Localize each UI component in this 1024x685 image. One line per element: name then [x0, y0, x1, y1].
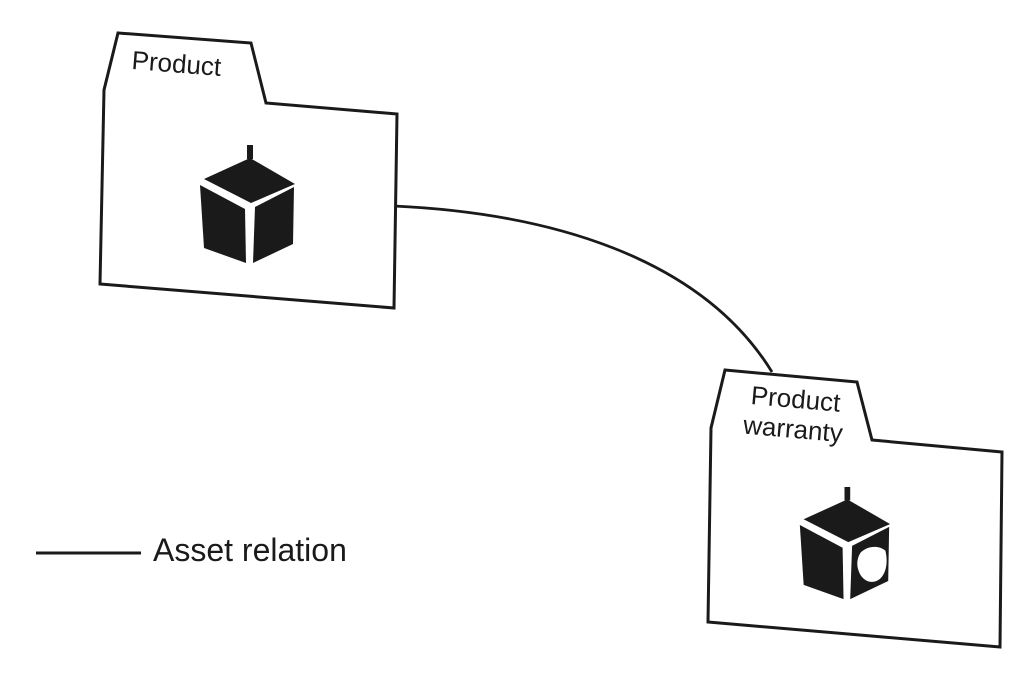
shield-cutout-shape — [857, 546, 887, 582]
product-warranty-folder-label: Product warranty — [726, 378, 863, 449]
warranty-cube-icon — [799, 487, 891, 600]
cube-icon — [200, 145, 295, 263]
legend-label: Asset relation — [153, 532, 347, 568]
asset-relation-edge — [393, 204, 774, 373]
product-folder-node — [98, 31, 399, 310]
product-warranty-folder-node — [706, 368, 1004, 649]
